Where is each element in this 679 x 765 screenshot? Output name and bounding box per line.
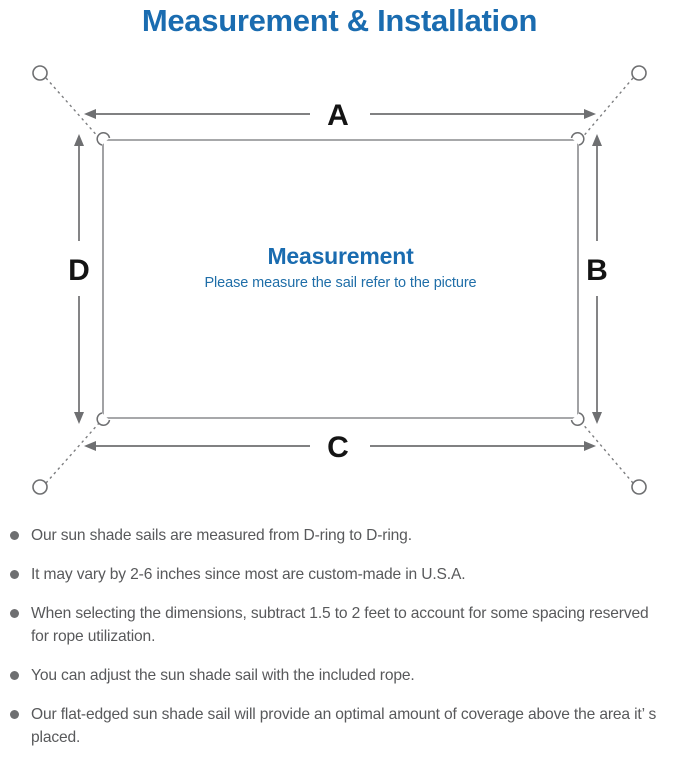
bullet-icon bbox=[10, 570, 19, 579]
dimension-label-a: A bbox=[327, 99, 349, 132]
d-ring-bottom-right bbox=[570, 412, 585, 426]
note-text: You can adjust the sun shade sail with t… bbox=[31, 667, 415, 684]
bullet-icon bbox=[10, 531, 19, 540]
anchor-point-bottom-left bbox=[32, 479, 48, 495]
note-text: Our flat-edged sun shade sail will provi… bbox=[31, 706, 657, 746]
notes-list: Our sun shade sails are measured from D-… bbox=[0, 524, 679, 765]
d-ring-bottom-left bbox=[96, 412, 111, 426]
anchor-point-bottom-right bbox=[631, 479, 647, 495]
note-text: It may vary by 2-6 inches since most are… bbox=[31, 566, 466, 583]
rope-bottom-right bbox=[580, 421, 634, 484]
dimension-label-b: B bbox=[586, 254, 608, 287]
d-ring-top-left bbox=[96, 132, 111, 146]
list-item: Our sun shade sails are measured from D-… bbox=[0, 524, 679, 547]
note-text: Our sun shade sails are measured from D-… bbox=[31, 527, 412, 544]
rope-top-left bbox=[45, 77, 101, 140]
bullet-icon bbox=[10, 609, 19, 618]
d-ring-top-right bbox=[570, 132, 585, 146]
dimension-label-c: C bbox=[327, 431, 349, 464]
sail-body bbox=[102, 139, 579, 419]
anchor-point-top-left bbox=[32, 65, 48, 81]
list-item: When selecting the dimensions, subtract … bbox=[0, 602, 679, 648]
bullet-icon bbox=[10, 710, 19, 719]
rope-top-right bbox=[580, 77, 634, 140]
bullet-icon bbox=[10, 671, 19, 680]
dimension-label-d: D bbox=[68, 254, 90, 287]
rope-bottom-left bbox=[45, 421, 101, 484]
anchor-point-top-right bbox=[631, 65, 647, 81]
diagram-canvas: A C D B bbox=[32, 65, 647, 495]
note-text: When selecting the dimensions, subtract … bbox=[31, 605, 649, 645]
measurement-diagram: A C D B Measurement Please measure the s… bbox=[0, 46, 679, 516]
list-item: You can adjust the sun shade sail with t… bbox=[0, 664, 679, 687]
page-title: Measurement & Installation bbox=[141, 3, 538, 38]
list-item: Our flat-edged sun shade sail will provi… bbox=[0, 703, 679, 749]
list-item: It may vary by 2-6 inches since most are… bbox=[0, 563, 679, 586]
